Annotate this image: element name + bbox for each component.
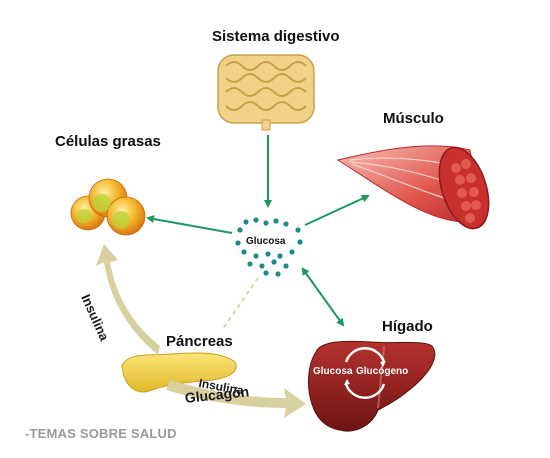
- glucose-dot: [259, 263, 265, 269]
- glucose-dot: [277, 253, 283, 259]
- label-glucose: Glucosa: [246, 236, 286, 247]
- label-liver-glucose: Glucosa: [313, 366, 353, 377]
- glucose-dot: [265, 251, 271, 257]
- glucose-dot: [295, 227, 301, 233]
- glucose-dot: [247, 261, 253, 267]
- glucose-dot: [271, 259, 277, 265]
- watermark: -TEMAS SOBRE SALUD: [25, 426, 177, 441]
- pancreas-icon: [121, 352, 237, 393]
- glucose-dot: [237, 227, 243, 233]
- fat-cells-icon: [70, 178, 146, 236]
- glucose-dot: [241, 249, 247, 255]
- glucose-dot: [243, 219, 249, 225]
- glucose-dot: [253, 253, 259, 259]
- arrow-glucose-liver: [301, 267, 345, 327]
- label-muscle: Músculo: [383, 110, 444, 127]
- glucose-dot: [263, 270, 269, 276]
- arrow-pancreas-to-fat: [96, 244, 160, 355]
- label-pancreas: Páncreas: [166, 333, 233, 350]
- arrow-pancreas-to-liver: [166, 380, 306, 418]
- glucose-dot: [263, 220, 269, 226]
- glucose-dot: [273, 218, 279, 224]
- glucose-dot: [283, 221, 289, 227]
- intestine-icon: [217, 54, 315, 131]
- liver-icon: [308, 340, 436, 432]
- arrow-glucose-to-fat: [146, 215, 233, 234]
- label-digestive-system: Sistema digestivo: [212, 28, 340, 45]
- glucose-dot: [289, 249, 295, 255]
- arrow-glucose-to-pancreas-dashed: [221, 277, 259, 331]
- label-fat-cells: Células grasas: [55, 133, 161, 150]
- glucose-dot: [297, 239, 303, 245]
- arrow-glucose-to-muscle: [304, 194, 370, 226]
- glucose-dot: [253, 217, 259, 223]
- glucose-dot: [275, 271, 281, 277]
- glucose-dot: [283, 263, 289, 269]
- glucose-dot: [235, 240, 241, 246]
- muscle-fiber-icon: [336, 145, 490, 230]
- label-liver-glycogen: Glucógeno: [356, 366, 409, 377]
- label-liver: Hígado: [382, 318, 433, 335]
- glucose-dots-icon: [235, 217, 303, 277]
